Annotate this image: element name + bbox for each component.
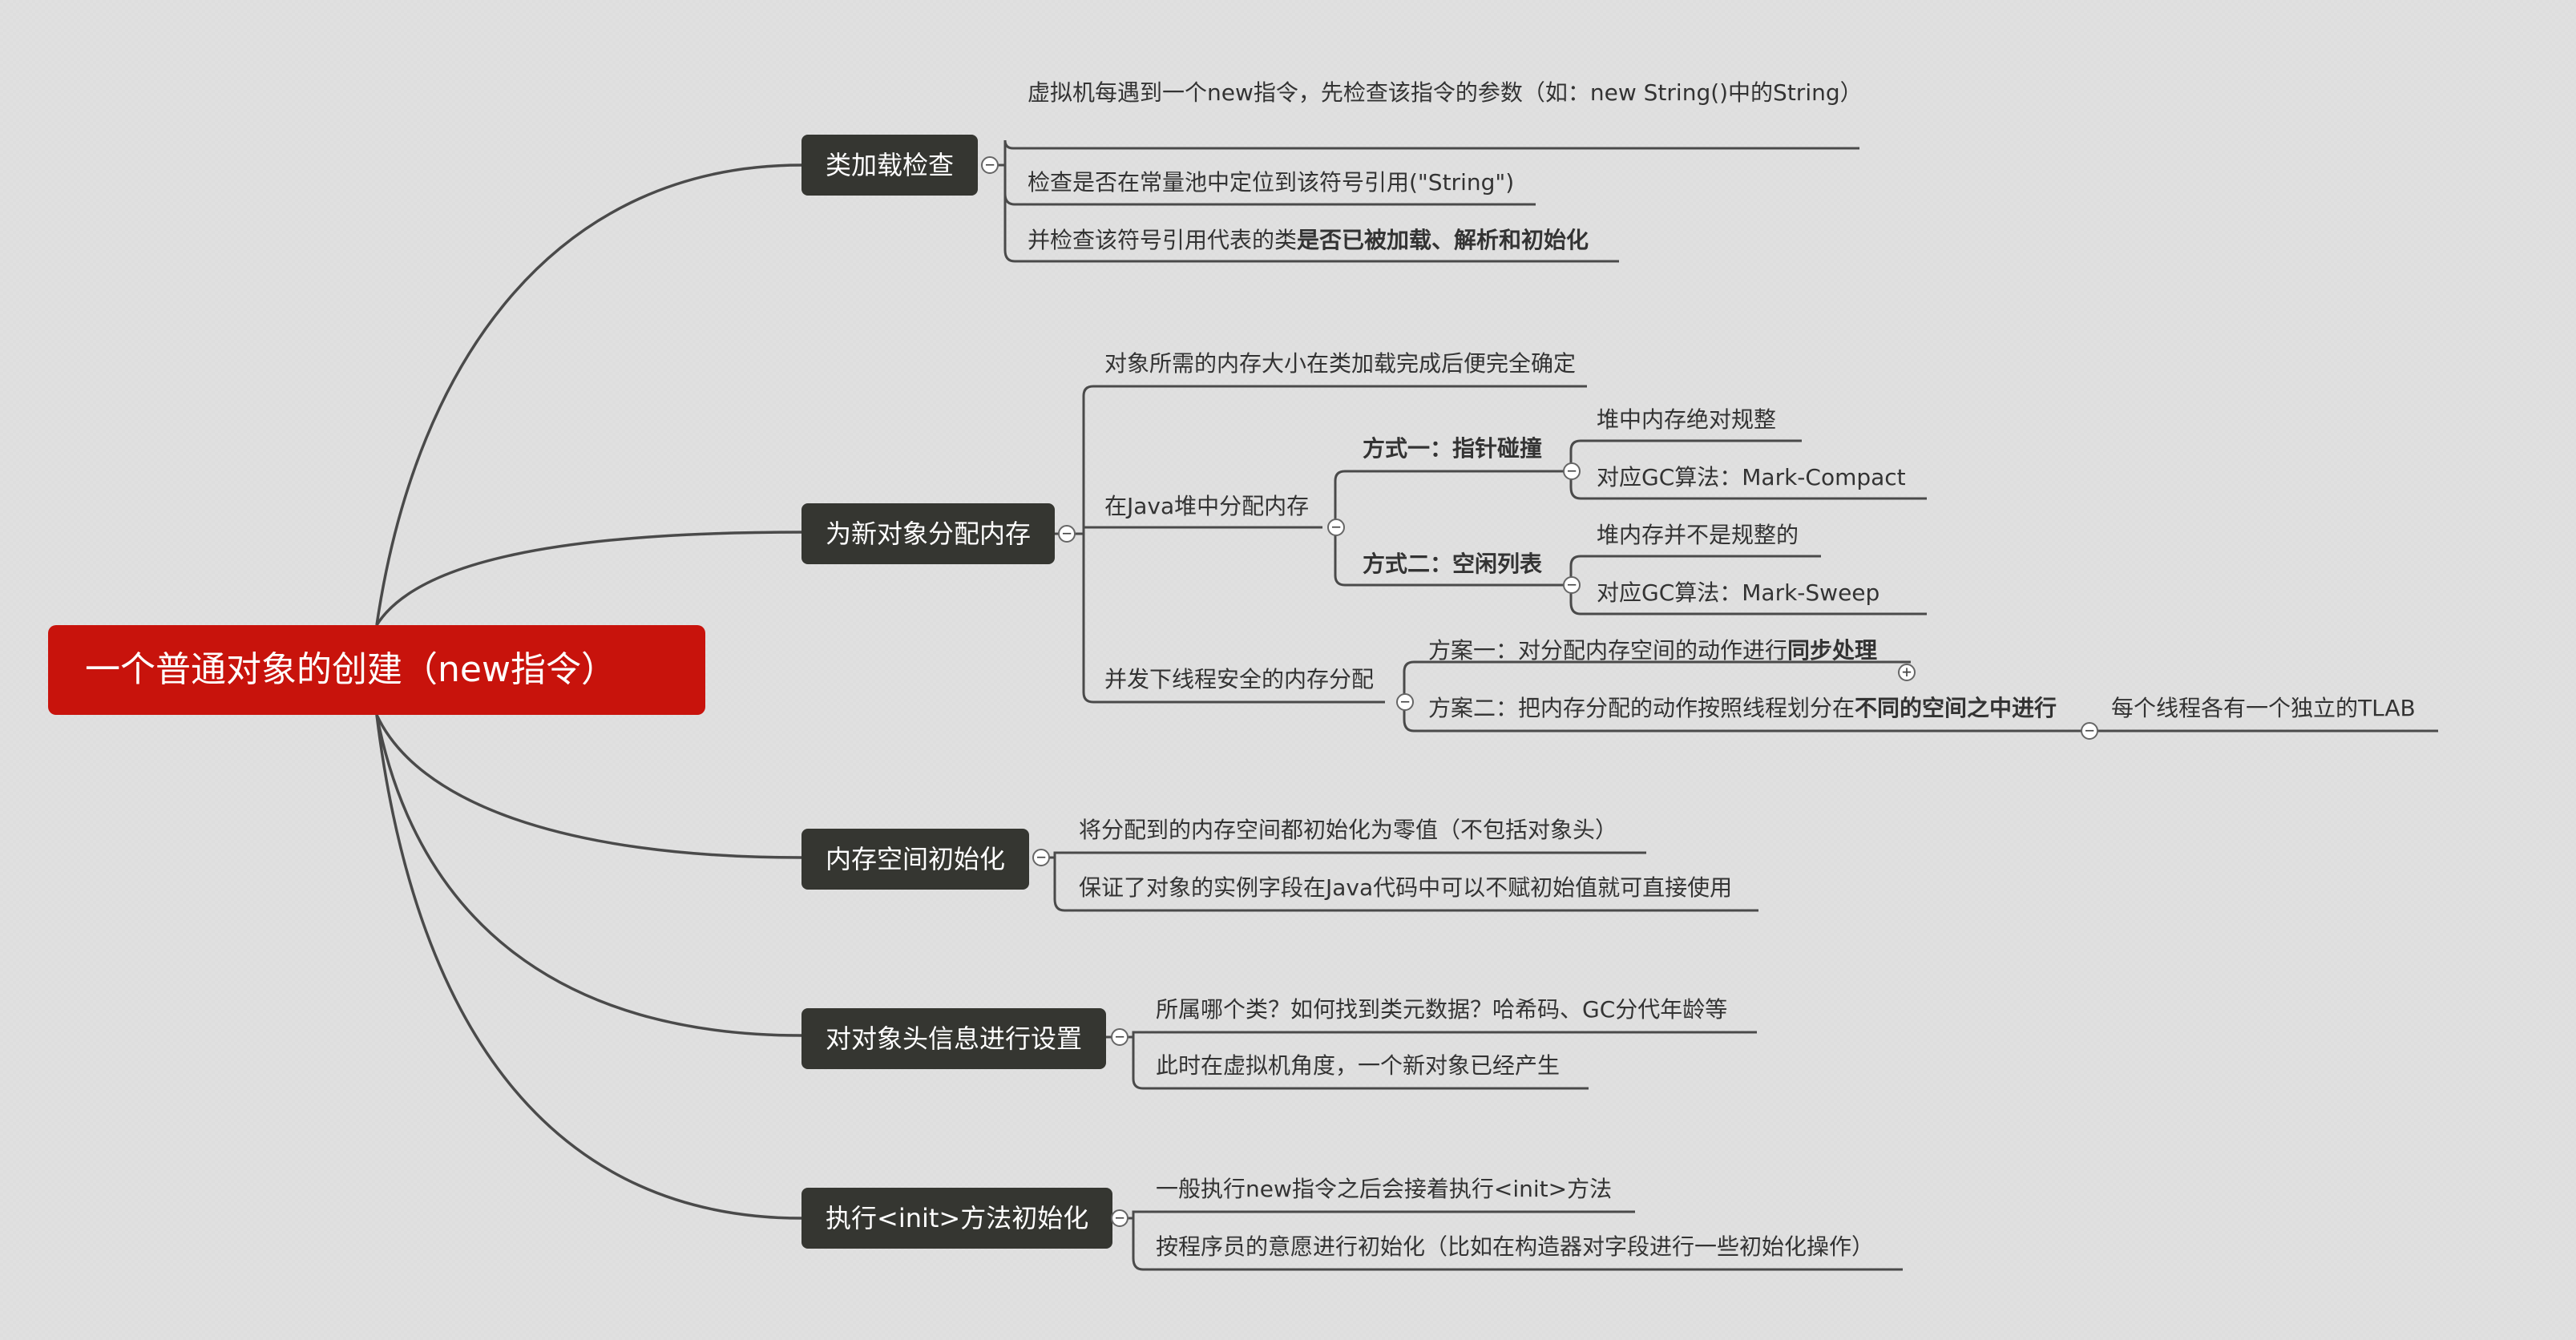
collapse-toggle-icon[interactable]: − — [981, 156, 999, 174]
leaf-tlab[interactable]: 每个线程各有一个独立的TLAB — [2111, 695, 2416, 721]
branch-init-method[interactable]: 执行<init>方法初始化 — [801, 1188, 1113, 1249]
collapse-toggle-icon[interactable]: − — [1563, 576, 1581, 594]
connector-root-b3 — [375, 714, 802, 859]
branch-class-load-check[interactable]: 类加载检查 — [801, 135, 979, 196]
leaf-heap-regular[interactable]: 堆中内存绝对规整 — [1597, 406, 1777, 433]
leaf-class-load-1[interactable]: 虚拟机每遇到一个new指令，先检查该指令的参数（如：new String()中的… — [1028, 79, 1863, 106]
collapse-toggle-icon[interactable]: − — [1032, 849, 1050, 866]
branch-memory-init[interactable]: 内存空间初始化 — [801, 829, 1030, 890]
leaf-programmer-init[interactable]: 按程序员的意愿进行初始化（比如在构造器对字段进行一些初始化操作） — [1156, 1233, 1875, 1260]
collapse-toggle-icon[interactable]: − — [1563, 462, 1581, 480]
leaf-concurrent-allocation[interactable]: 并发下线程安全的内存分配 — [1104, 666, 1375, 692]
collapse-toggle-icon[interactable]: − — [1396, 693, 1414, 711]
leaf-init-after-new[interactable]: 一般执行new指令之后会接着执行<init>方法 — [1156, 1176, 1613, 1202]
leaf-zero-init[interactable]: 将分配到的内存空间都初始化为零值（不包括对象头） — [1079, 817, 1618, 843]
leaf-object-created[interactable]: 此时在虚拟机角度，一个新对象已经产生 — [1156, 1052, 1561, 1079]
collapse-toggle-icon[interactable]: − — [1111, 1028, 1129, 1046]
leaf-memory-size-determined[interactable]: 对象所需的内存大小在类加载完成后便完全确定 — [1104, 350, 1577, 377]
connector-root-b2 — [375, 531, 802, 626]
root-node[interactable]: 一个普通对象的创建（new指令） — [48, 625, 705, 715]
connector-root-b1 — [375, 163, 802, 626]
connector-root-b5 — [375, 714, 802, 1220]
leaf-class-load-2[interactable]: 检查是否在常量池中定位到该符号引用("String") — [1028, 169, 1515, 196]
leaf-gc-mark-sweep[interactable]: 对应GC算法：Mark-Sweep — [1597, 579, 1880, 606]
branch-object-header[interactable]: 对对象头信息进行设置 — [801, 1008, 1107, 1069]
leaf-heap-irregular[interactable]: 堆内存并不是规整的 — [1597, 522, 1799, 548]
method-pointer-bump[interactable]: 方式一：指针碰撞 — [1363, 435, 1543, 462]
connector-root-b4 — [375, 714, 802, 1037]
leaf-class-load-3[interactable]: 并检查该符号引用代表的类是否已被加载、解析和初始化 — [1028, 227, 1589, 253]
leaf-java-heap-allocation[interactable]: 在Java堆中分配内存 — [1104, 493, 1310, 519]
method-free-list[interactable]: 方式二：空闲列表 — [1363, 551, 1543, 577]
leaf-header-info[interactable]: 所属哪个类？如何找到类元数据？哈希码、GC分代年龄等 — [1156, 996, 1728, 1023]
plan-thread-space[interactable]: 方案二：把内存分配的动作按照线程划分在不同的空间之中进行 — [1428, 695, 2057, 721]
branch-allocate-memory[interactable]: 为新对象分配内存 — [801, 503, 1056, 564]
collapse-toggle-icon[interactable]: − — [1111, 1209, 1129, 1227]
collapse-toggle-icon[interactable]: − — [2081, 722, 2098, 740]
collapse-toggle-icon[interactable]: − — [1058, 525, 1076, 543]
collapse-toggle-icon[interactable]: − — [1327, 519, 1345, 536]
expand-toggle-icon[interactable]: + — [1898, 664, 1916, 681]
leaf-field-usage[interactable]: 保证了对象的实例字段在Java代码中可以不赋初始值就可直接使用 — [1079, 874, 1733, 901]
plan-sync[interactable]: 方案一：对分配内存空间的动作进行同步处理 — [1428, 637, 1878, 664]
leaf-gc-mark-compact[interactable]: 对应GC算法：Mark-Compact — [1597, 464, 1906, 490]
